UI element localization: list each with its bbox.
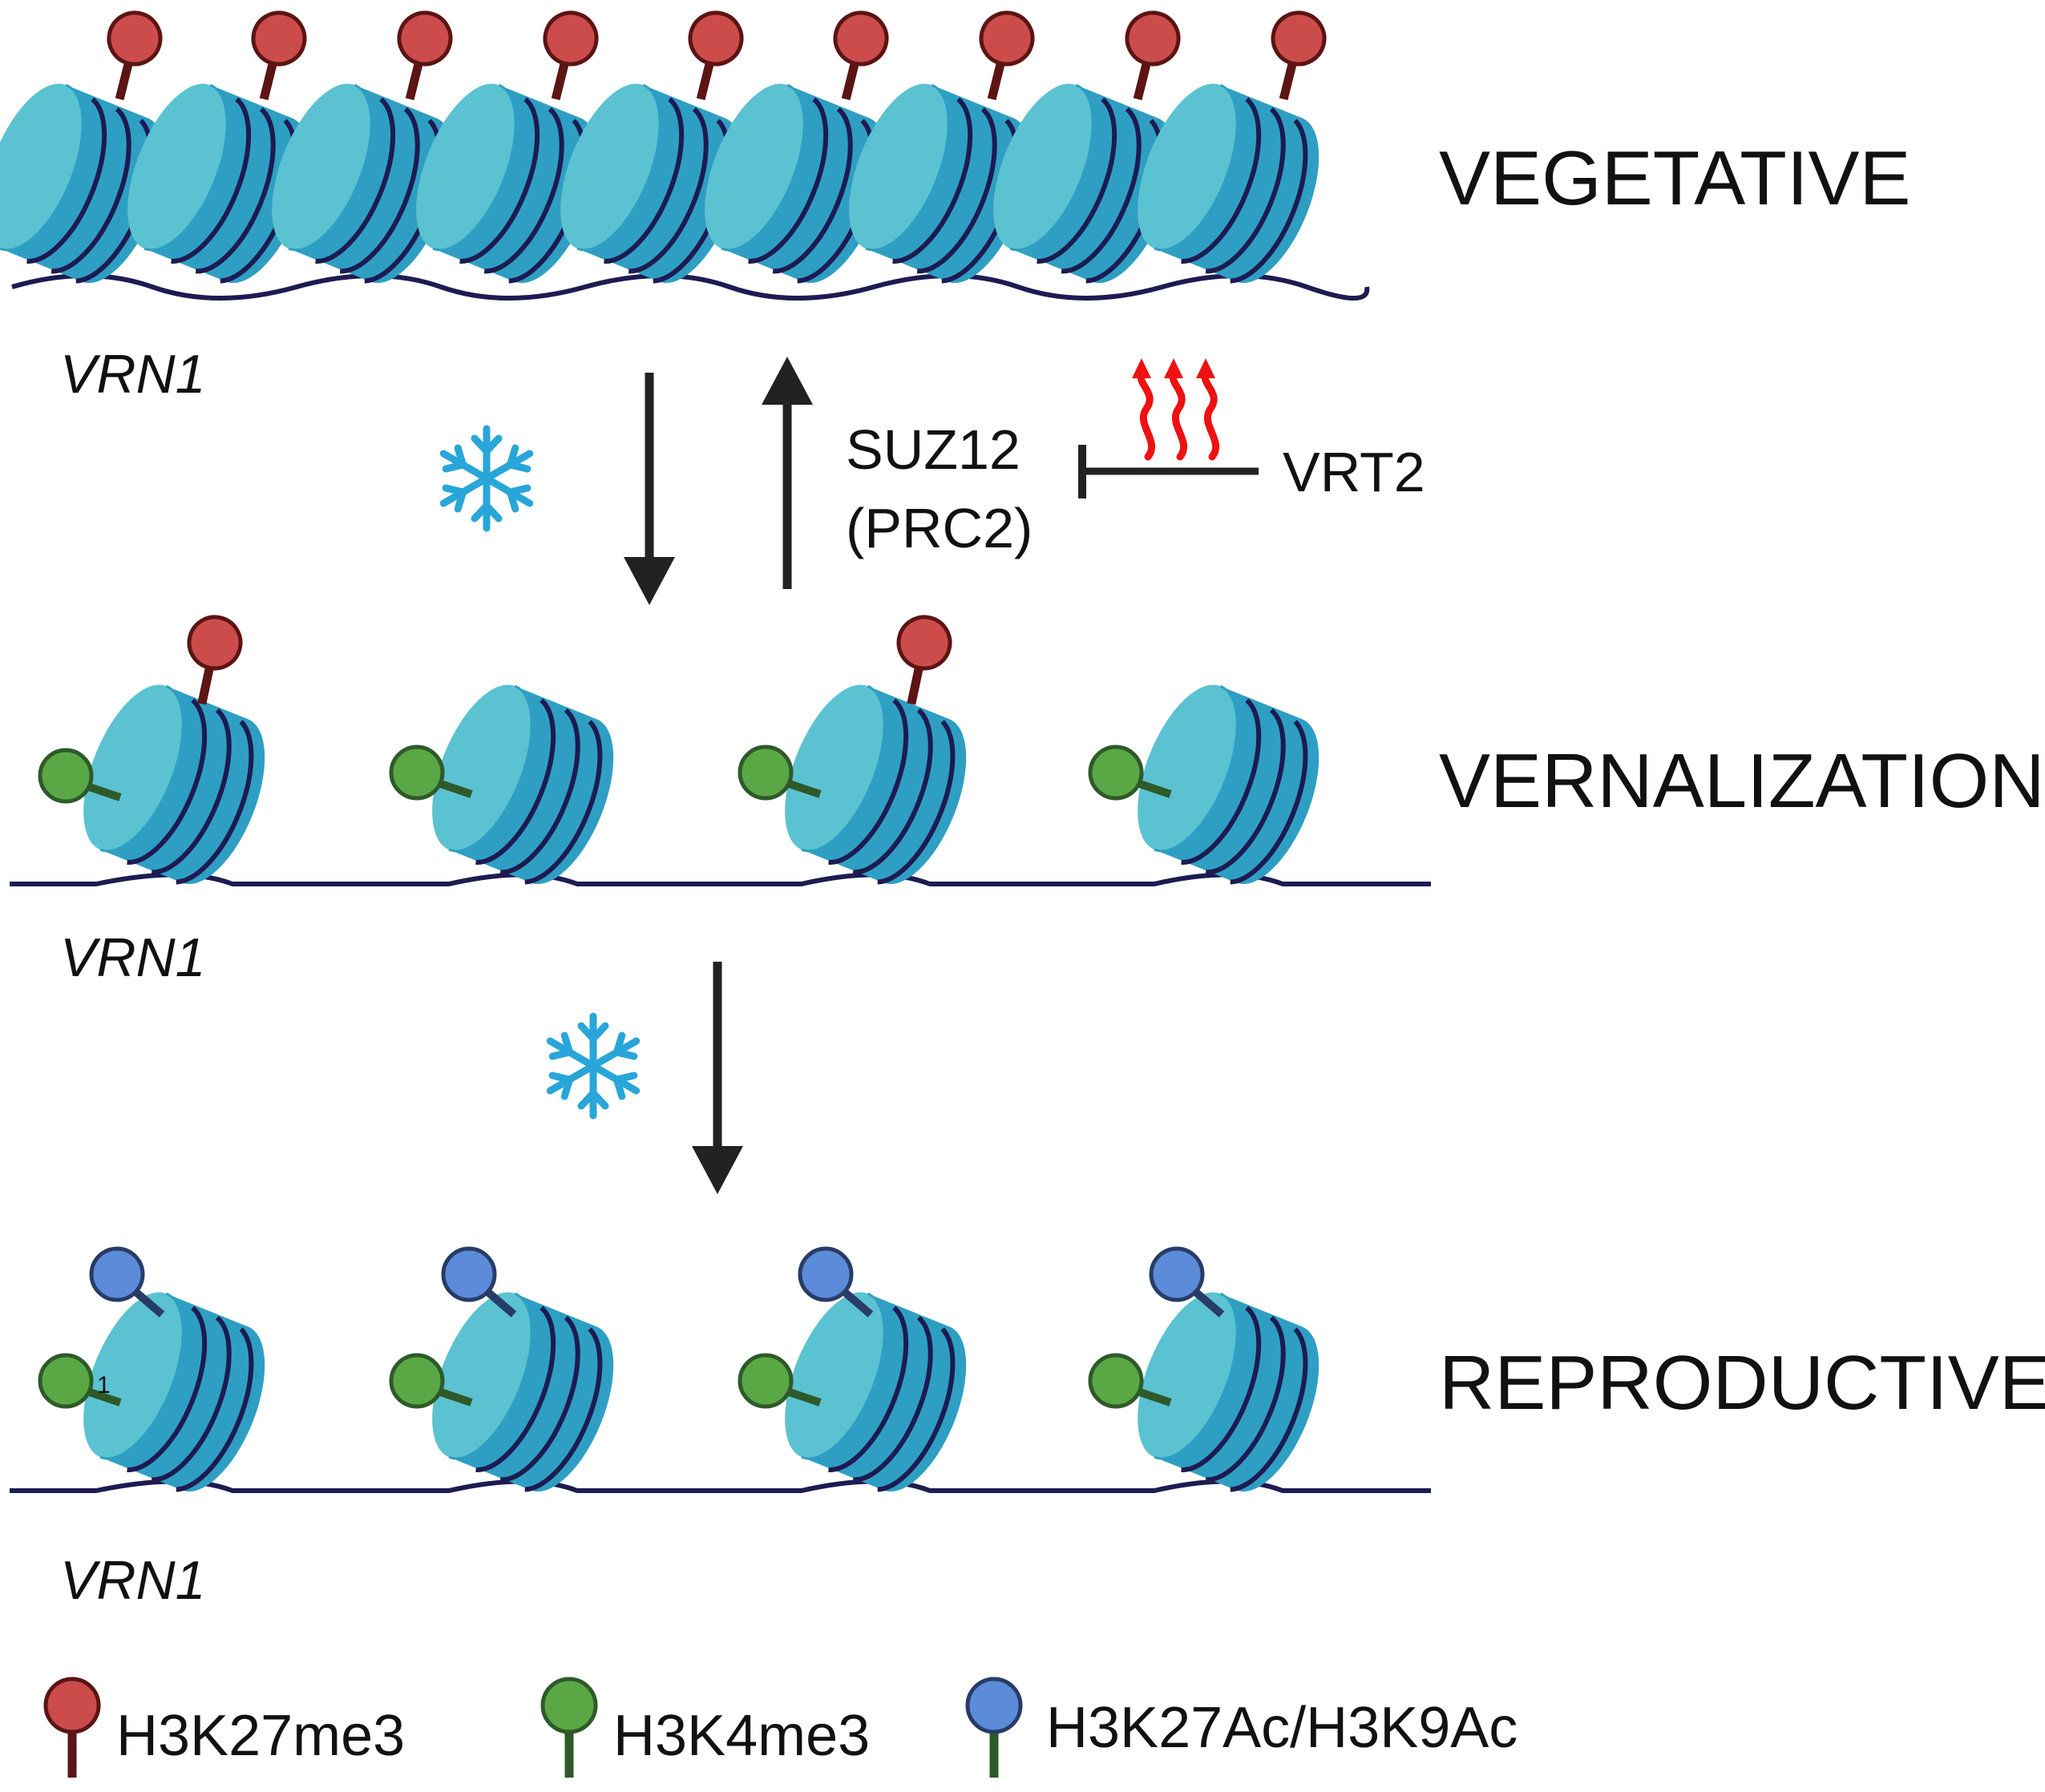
vegetative-chromatin — [0, 7, 1370, 301]
stage-title-vernalization: VERNALIZATION — [1439, 738, 2045, 824]
snowflake-icon — [544, 1016, 642, 1116]
h3k27me3-mark — [1113, 7, 1184, 105]
heat-waves-icon — [1132, 358, 1220, 461]
acetylation-mark — [798, 1246, 874, 1318]
vrt2-label: VRT2 — [1283, 441, 1425, 503]
suz12-up-arrow — [762, 357, 813, 589]
legend-label: H3K27Ac/H3K9Ac — [1046, 1696, 1518, 1760]
h3k27me3-mark — [531, 7, 602, 105]
vrt2-inhibition — [1078, 445, 1259, 498]
prc2-label: (PRC2) — [846, 497, 1033, 559]
legend-item-acetylation: H3K27Ac/H3K9Ac — [965, 1677, 1518, 1778]
legend: H3K27me3 H3K4me3 H3K27Ac/H3K9Ac — [43, 1677, 1518, 1778]
acetylation-mark — [89, 1246, 165, 1318]
legend-item-h3k27me3: H3K27me3 — [43, 1677, 405, 1778]
h3k27me3-mark — [886, 612, 954, 709]
cold-down-arrow — [624, 373, 675, 605]
stage-title-reproductive: REPRODUCTIVE — [1439, 1340, 2045, 1426]
h3k4me3-mark — [38, 1353, 122, 1409]
acetylation-mark — [441, 1246, 517, 1318]
h3k27me3-mark — [239, 7, 310, 105]
stage-title-vegetative: VEGETATIVE — [1439, 135, 1911, 221]
h3k27me3-mark — [676, 7, 747, 105]
h3k27me3-mark — [1259, 7, 1330, 105]
h3k4me3-mark — [738, 745, 822, 801]
h3k27me3-mark — [821, 7, 892, 105]
acetylation-mark — [1149, 1246, 1225, 1318]
h3k4me3-mark — [1088, 1353, 1172, 1409]
reproductive-chromatin: 1 — [10, 1246, 1431, 1507]
nucleosome — [1117, 70, 1340, 298]
gene-label-vrn1: VRN1 — [60, 927, 205, 988]
stray-mark-label: 1 — [97, 1372, 111, 1398]
h3k4me3-mark — [389, 745, 473, 801]
legend-label: H3K27me3 — [116, 1704, 405, 1768]
h3k4me3-mark — [389, 1353, 473, 1409]
legend-label: H3K4me3 — [613, 1704, 870, 1768]
h3k27me3-mark — [967, 7, 1038, 105]
h3k4me3-mark — [38, 748, 122, 804]
suz12-label: SUZ12 — [846, 418, 1020, 481]
dna-strand — [10, 872, 1431, 886]
h3k4me3-mark — [738, 1353, 822, 1409]
h3k27me3-mark — [385, 7, 456, 105]
snowflake-icon — [438, 429, 535, 528]
cold-down-arrow — [692, 962, 743, 1194]
gene-label-vrn1: VRN1 — [60, 344, 205, 405]
dna-strand — [10, 1479, 1431, 1493]
h3k4me3-mark — [1088, 745, 1172, 801]
gene-label-vrn1: VRN1 — [60, 1550, 205, 1611]
h3k27me3-mark — [95, 7, 166, 105]
dna-strand — [11, 273, 1370, 301]
legend-item-h3k4me3: H3K4me3 — [540, 1677, 870, 1778]
vernalization-chromatin — [10, 612, 1431, 899]
